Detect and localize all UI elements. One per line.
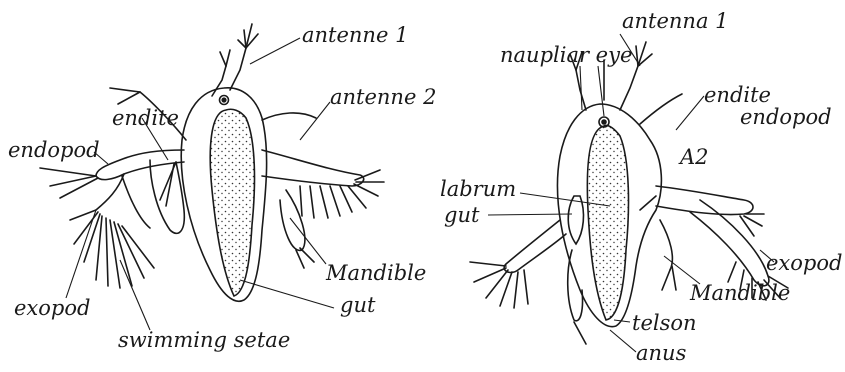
right-gut (587, 125, 628, 320)
left-gut (210, 109, 254, 296)
left-larva (40, 24, 384, 301)
label-right-a2: A2 (678, 145, 709, 169)
label-left-antenna2: antenne 2 (330, 85, 436, 109)
label-right-naupliar-eye: naupliar eye (500, 43, 632, 67)
label-right-exopod: exopod (766, 251, 842, 275)
label-right-mandible: Mandible (689, 281, 790, 305)
label-right-labrum: labrum (440, 177, 516, 201)
label-left-endite: endite (112, 106, 179, 130)
label-left-gut: gut (340, 293, 376, 317)
label-right-endite: endite (704, 83, 771, 107)
right-antenna2-left (470, 220, 586, 344)
label-left-endopod: endopod (8, 138, 100, 162)
label-right-anus: anus (636, 341, 687, 365)
left-antenna1 (212, 24, 258, 96)
label-left-antenna1: antenne 1 (302, 23, 408, 47)
label-right-telson: telson (632, 311, 697, 335)
label-left-swimming-setae: swimming setae (118, 328, 290, 352)
left-antenna2 (262, 113, 384, 268)
label-right-antenna1: antenna 1 (622, 9, 729, 33)
label-right-endopod: endopod (740, 105, 832, 129)
label-left-exopod: exopod (14, 296, 90, 320)
left-leader-lines (66, 38, 334, 330)
label-left-mandible: Mandible (325, 261, 426, 285)
right-labrum (568, 196, 583, 244)
label-right-gut: gut (444, 203, 480, 227)
